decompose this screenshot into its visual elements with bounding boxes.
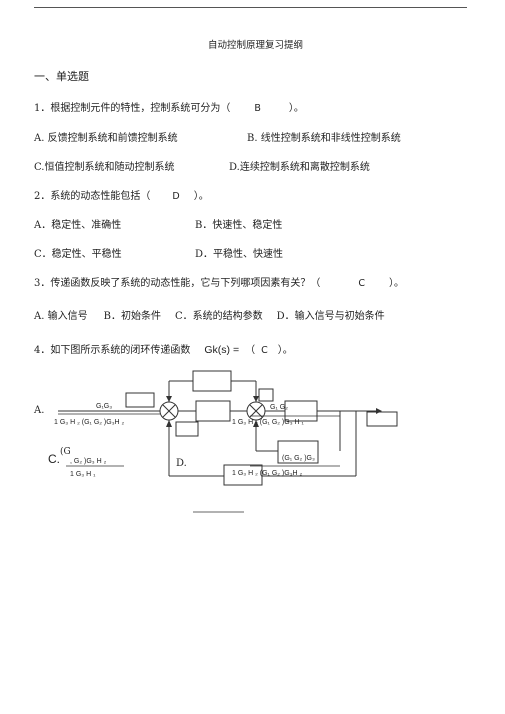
block-g1 <box>192 370 232 392</box>
question-3-answer: C <box>358 278 366 289</box>
question-4-stem: 4．如下图所示系统的闭环传递函数 <box>34 345 191 356</box>
q4-option-b-numerator: G₁ G₂ <box>270 404 288 411</box>
small-box-2 <box>175 421 199 437</box>
small-box-3 <box>258 388 274 402</box>
question-2-option-d: D．平稳性、快速性 <box>195 249 284 260</box>
question-2-option-c: C．稳定性、平稳性 <box>34 249 122 260</box>
question-3-options: A. 输入信号 B．初始条件 C．系统的结构参数 D．输入信号与初始条件 <box>34 307 385 322</box>
question-3-option-d: D．输入信号与初始条件 <box>276 311 385 322</box>
q4-option-a-denominator: 1 G₃ H ₂ (G₁ G₂ )G₃H ₂ <box>54 419 125 426</box>
question-3-option-c: C．系统的结构参数 <box>174 311 263 322</box>
question-1: 1．根据控制元件的特性，控制系统可分为（ B ）。 <box>34 99 304 114</box>
question-1-option-a: A. 反馈控制系统和前馈控制系统 <box>34 133 178 144</box>
question-1-option-b: B. 线性控制系统和非线性控制系统 <box>247 133 401 144</box>
question-2-option-a: A．稳定性、准确性 <box>34 220 122 231</box>
question-2-stem-end: ）。 <box>193 191 209 202</box>
section-heading: 一、单选题 <box>34 70 89 83</box>
q4-option-d-numerator: (G₁ G₂ )G₃ <box>282 455 315 462</box>
block-g2 <box>195 400 231 422</box>
question-4-stem-end: ）。 <box>277 345 293 356</box>
block-h1 <box>277 440 319 464</box>
q4-option-d-denominator: 1 G₃ H ₂ (G₁ G₂ )G₃H ₂ <box>232 470 303 477</box>
question-2-answer: D <box>172 191 180 202</box>
small-box-1 <box>125 392 155 408</box>
q4-option-c-denominator: 1 G₃ H ₁ <box>70 471 96 478</box>
question-1-answer: B <box>254 103 261 114</box>
q4-option-c-numerator-paren: (G <box>60 447 71 457</box>
question-1-stem-end: ）。 <box>288 103 304 114</box>
question-4: 4．如下图所示系统的闭环传递函数 Gk(s) = （ C ）。 <box>34 341 293 356</box>
question-3: 3．传递函数反映了系统的动态性能，它与下列哪项因素有关？（ C ）。 <box>34 274 404 289</box>
question-1-stem: 1．根据控制元件的特性，控制系统可分为（ <box>34 103 231 114</box>
small-box-4 <box>366 411 398 427</box>
question-3-option-a: A. 输入信号 <box>34 311 88 322</box>
q4-option-c-label: C. <box>48 452 60 466</box>
question-1-option-c: C.恒值控制系统和随动控制系统 <box>34 162 175 173</box>
top-rule <box>34 7 467 8</box>
question-1-option-d: D.连续控制系统和离散控制系统 <box>229 162 370 173</box>
question-3-stem-end: ）。 <box>389 278 405 289</box>
q4-option-b-denominator: 1 G₃ H ₂ (G₁ G₂ )G₃ H ₁ <box>232 419 304 426</box>
q4-option-a-label: A. <box>34 405 45 416</box>
block-h2 <box>223 464 263 486</box>
q4-option-d-label: D. <box>176 458 187 469</box>
question-4-answer: C <box>261 345 268 356</box>
question-3-option-b: B．初始条件 <box>103 311 161 322</box>
question-3-stem: 3．传递函数反映了系统的动态性能，它与下列哪项因素有关？（ <box>34 278 321 289</box>
question-2-stem: 2．系统的动态性能包括（ <box>34 191 151 202</box>
question-2-option-b: B．快速性、稳定性 <box>195 220 283 231</box>
q4-option-c-numerator: , G₂ )G₃ H ₂ <box>70 458 107 465</box>
q4-option-a-numerator: G₁G₃ <box>96 403 113 410</box>
block-g3 <box>284 400 318 422</box>
question-4-paren-open: （ <box>245 345 256 356</box>
doc-title: 自动控制原理复习提纲 <box>208 40 304 51</box>
question-4-gk: Gk(s) = <box>204 344 240 356</box>
question-2: 2．系统的动态性能包括（ D ）。 <box>34 187 209 202</box>
